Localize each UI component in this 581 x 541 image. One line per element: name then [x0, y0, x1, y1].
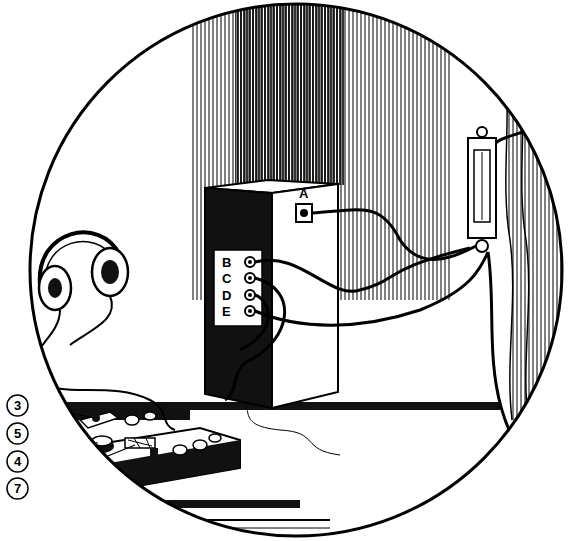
- earphone: [39, 266, 71, 310]
- ground-clamp: [540, 486, 556, 528]
- frame-circle: [30, 4, 562, 536]
- terminal-letter: C: [222, 272, 231, 285]
- headphone-cord: [34, 310, 175, 430]
- leader-lines: [29, 405, 135, 488]
- water-pipe: [500, 492, 575, 522]
- earphone: [92, 248, 128, 296]
- wall-edge: [520, 60, 529, 420]
- headphone-cord: [70, 296, 112, 345]
- bench-line: [0, 519, 330, 521]
- callout-number: 3: [14, 399, 21, 412]
- callout-circle: 7: [6, 477, 29, 500]
- callout-number: 5: [14, 427, 21, 440]
- binding-posts: [245, 257, 255, 316]
- lightning-arrester: [468, 138, 496, 238]
- earphone-cap: [101, 260, 119, 284]
- callout-number: 7: [14, 482, 21, 495]
- callout-number: 4: [14, 455, 21, 468]
- arrester-gap: [482, 152, 483, 220]
- shelf-edge: [190, 402, 500, 410]
- antenna-terminal-post: [300, 209, 308, 217]
- base-corner: [70, 470, 71, 498]
- binding-post-centers: [248, 260, 252, 313]
- callout-circle: 3: [6, 394, 29, 417]
- earphone-cap: [48, 278, 62, 298]
- wires: [225, 95, 581, 498]
- terminal-letter: D: [222, 289, 231, 302]
- crystal-set-base: [30, 428, 240, 498]
- bench-line: [0, 528, 330, 529]
- crystal-set-parts: [55, 412, 221, 469]
- terminal-letter: B: [222, 256, 231, 269]
- terminal-letter: E: [222, 305, 231, 318]
- arrester-window: [474, 150, 490, 222]
- terminal-strip: [214, 250, 262, 326]
- bench-edge: [0, 500, 300, 508]
- pipe-end: [494, 492, 506, 522]
- arrester-terminal: [476, 240, 488, 252]
- callout-circle: 5: [6, 422, 29, 445]
- callout-circle: 4: [6, 450, 29, 473]
- clamp-screw: [544, 478, 552, 486]
- antenna-terminal: [296, 204, 312, 222]
- arrester-screw: [477, 127, 487, 137]
- terminal-letter: A: [299, 187, 308, 200]
- wall-shadow: [235, 0, 345, 185]
